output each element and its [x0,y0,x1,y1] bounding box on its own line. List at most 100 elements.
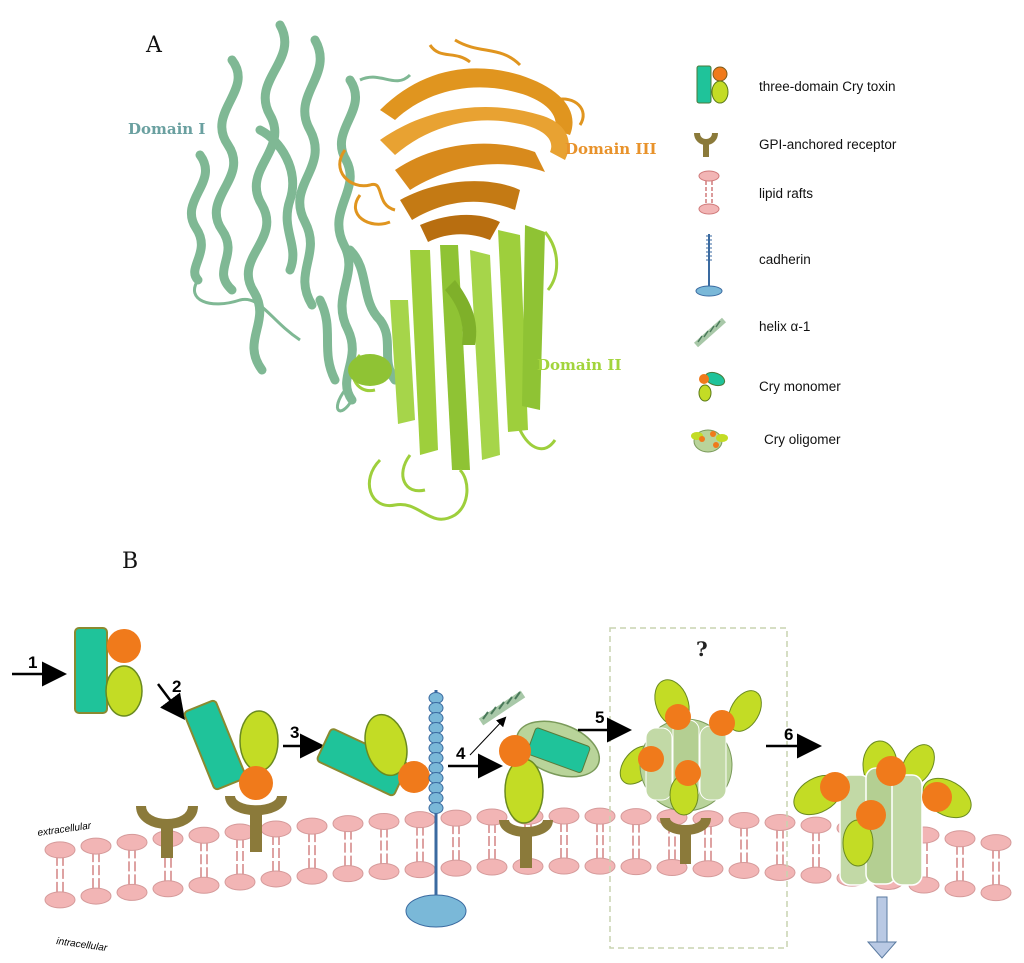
uncertain-step-box [609,627,788,949]
step-3-label: 3 [290,723,299,742]
lipid-head [332,865,364,883]
legend-label-monomer: Cry monomer [759,379,841,394]
legend-label-toxin: three-domain Cry toxin [759,79,896,94]
lipid-head [260,820,292,838]
lipid-head [980,884,1012,902]
step-2-label: 2 [172,677,181,696]
legend-label-oligomer: Cry oligomer [764,432,841,447]
lipid-head [584,857,616,875]
legend-label-cadherin: cadherin [759,252,811,267]
toxin-receptor-binding [183,699,287,852]
panel-b-label: B [122,549,138,574]
helix-cleavage-arrow [469,716,507,756]
lipid-head [44,891,76,909]
lipid-head [944,880,976,898]
cadherin-receptor [405,690,467,928]
lipid-head [224,873,256,891]
lipid-head [368,812,400,830]
domain3-structure [380,68,573,242]
helix-icon [694,317,726,348]
lipid-head [188,876,220,894]
lipid-head [944,830,976,848]
cadherin-cytoplasmic-domain [405,894,467,928]
lipid-head [980,834,1012,852]
step-6-label: 6 [784,725,793,744]
domain1-structure [186,20,400,405]
domain1-label: Domain I [128,120,205,138]
lipid-head [440,859,472,877]
lipid-head [764,813,796,831]
cadherin-icon [695,234,723,297]
lipid-head [152,880,184,898]
lipid-raft-icon [698,170,720,215]
legend-label-helix: helix α-1 [759,319,810,334]
lipid-head [296,867,328,885]
cadherin-repeat [428,752,444,764]
lipid-head [800,816,832,834]
lipid-head [404,861,436,879]
domain2-helix [348,354,392,386]
unbound-receptor [136,804,198,858]
three-domain-toxin-icon [696,65,729,104]
gpi-receptor-icon [694,132,718,157]
lipid-head [656,859,688,877]
lipid-head [620,858,652,876]
legend-label-receptor: GPI-anchored receptor [759,137,897,152]
cadherin-repeat [428,802,444,814]
lipid-head [188,826,220,844]
cadherin-repeat [428,762,444,774]
lipid-head [440,809,472,827]
domain1-loops [193,73,412,413]
free-toxin [74,627,143,717]
cadherin-repeat [428,772,444,784]
lipid-head [332,815,364,833]
step-4-label: 4 [456,744,466,763]
lipid-head [476,858,508,876]
lipid-head [692,860,724,878]
step-2-arrow [157,683,185,720]
cadherin-repeat [428,722,444,734]
toxin-cadherin-binding [316,713,430,797]
legend-label-rafts: lipid rafts [759,186,813,201]
step-1-label: 1 [28,653,37,672]
ion-flux-arrow [866,896,898,959]
lipid-head [728,811,760,829]
cleaved-helix [478,690,526,726]
extracellular-label: extracellular [37,820,93,838]
domain2-label: Domain II [537,356,621,374]
lipid-head [584,807,616,825]
cadherin-repeat [428,732,444,744]
membrane-pore [793,740,972,886]
lipid-head [620,808,652,826]
intracellular-label: intracellular [56,936,109,954]
cadherin-repeat [428,792,444,804]
cadherin-repeat [428,692,444,704]
step-5-label: 5 [595,708,604,727]
cleaved-toxin [499,720,601,868]
legend: three-domain Cry toxin GPI-anchored rece… [691,65,897,453]
lipid-head [44,841,76,859]
cry-monomer-icon [698,371,726,402]
domain3-loops [338,38,585,226]
cry-oligomer-icon [691,429,728,453]
lipid-head [80,887,112,905]
cadherin-repeat [428,782,444,794]
lipid-head [260,870,292,888]
domain3-label: Domain III [565,140,656,158]
lipid-head [296,817,328,835]
cadherin-repeat [428,712,444,724]
domain2-structure [390,225,545,470]
prepore-oligomer [619,679,762,864]
lipid-head [764,863,796,881]
lipid-head [116,833,148,851]
question-mark: ? [696,637,708,661]
lipid-head [404,811,436,829]
lipid-head [548,857,580,875]
cadherin-repeat [428,702,444,714]
lipid-head [548,807,580,825]
lipid-head [80,837,112,855]
panel-a-label: A [145,33,163,58]
cadherin-repeat [428,742,444,754]
lipid-head [368,862,400,880]
lipid-head [116,883,148,901]
